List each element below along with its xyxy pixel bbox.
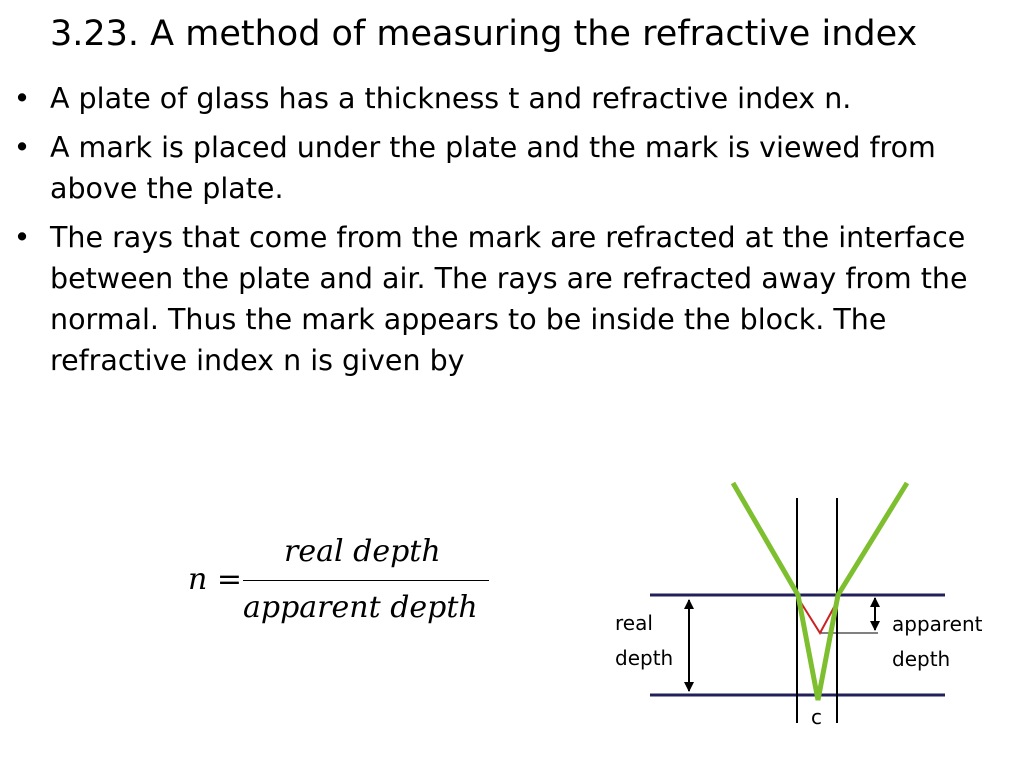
bullet-text: The rays that come from the mark are ref…: [50, 221, 968, 377]
formula-numerator: real depth: [284, 534, 441, 569]
bullet-dot: •: [13, 82, 31, 115]
bullet-dot: •: [13, 131, 31, 164]
bullet-item: • A mark is placed under the plate and t…: [12, 127, 1017, 209]
fraction-bar: [243, 580, 489, 581]
refracted-ray: [730, 481, 910, 701]
bullet-list: • A plate of glass has a thickness t and…: [12, 78, 1017, 389]
mark-label: c: [811, 705, 822, 728]
bullet-dot: •: [13, 221, 31, 254]
slide-title: 3.23. A method of measuring the refracti…: [50, 14, 918, 54]
formula-denominator: apparent depth: [243, 590, 478, 625]
bullet-text: A mark is placed under the plate and the…: [50, 131, 936, 205]
real-depth-label-line2: depth: [615, 646, 673, 670]
apparent-depth-label-line2: depth: [892, 647, 950, 671]
bullet-item: • A plate of glass has a thickness t and…: [12, 78, 1017, 119]
real-depth-label-line1: real: [615, 611, 653, 635]
bullet-text: A plate of glass has a thickness t and r…: [50, 82, 852, 115]
formula-lhs: n =: [188, 562, 242, 597]
bullet-item: • The rays that come from the mark are r…: [12, 217, 1017, 381]
apparent-depth-label-line1: apparent: [892, 612, 983, 636]
apparent-depth-diagram: real depth apparent depth c: [615, 481, 983, 728]
